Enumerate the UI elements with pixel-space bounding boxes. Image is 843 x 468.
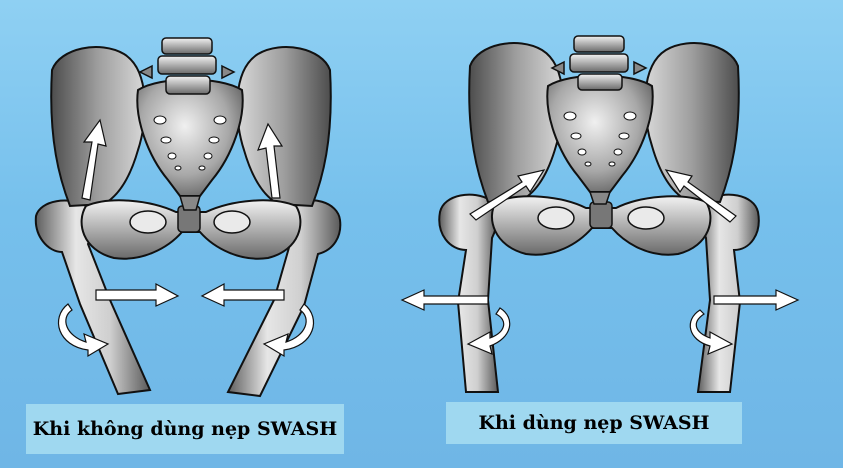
arrow-inward-right-femur xyxy=(200,282,285,307)
arrow-up-left-ilium xyxy=(81,118,107,201)
obturator-foramen-left-braced xyxy=(537,206,575,230)
iliac-wing-right xyxy=(236,46,332,208)
arrow-up-right-ilium xyxy=(257,122,284,199)
rotation-arrow-right-femur xyxy=(262,303,314,358)
lumbar-spine xyxy=(138,37,236,95)
sacrum-braced xyxy=(546,74,654,193)
rotation-arrow-left-femur-braced xyxy=(466,307,511,356)
arrow-outward-left-femur xyxy=(400,289,489,311)
rotation-arrow-left-femur xyxy=(58,303,110,358)
pubic-symphysis-braced xyxy=(589,201,613,229)
pelvis-without-brace xyxy=(34,37,342,398)
arrow-inward-left-femur xyxy=(95,282,180,307)
pelvis-with-brace xyxy=(400,35,800,393)
arrow-diagonal-left-hip xyxy=(469,169,546,221)
caption-with-brace: Khi dùng nẹp SWASH xyxy=(446,402,742,444)
coccyx xyxy=(179,195,201,211)
lumbar-spine-braced xyxy=(550,35,648,91)
force-arrows-left-pelvis xyxy=(58,118,314,358)
obturator-foramen-right xyxy=(213,210,251,234)
arrow-outward-right-femur xyxy=(713,289,800,311)
rotation-arrow-right-femur-braced xyxy=(689,309,734,356)
sacral-foramina xyxy=(153,115,227,171)
sacral-foramina-braced xyxy=(563,111,637,167)
force-arrows-right-pelvis xyxy=(400,169,800,356)
caption-without-brace: Khi không dùng nẹp SWASH xyxy=(26,404,344,454)
right-femur-left xyxy=(438,193,500,393)
coccyx-braced xyxy=(588,191,612,205)
sacrum xyxy=(136,78,244,197)
obturator-foramen-right-braced xyxy=(627,206,665,230)
arrow-diagonal-right-hip xyxy=(664,169,737,223)
iliac-wing-left-braced xyxy=(468,42,564,204)
obturator-foramen-left xyxy=(129,210,167,234)
iliac-wing-right-braced xyxy=(644,42,740,204)
